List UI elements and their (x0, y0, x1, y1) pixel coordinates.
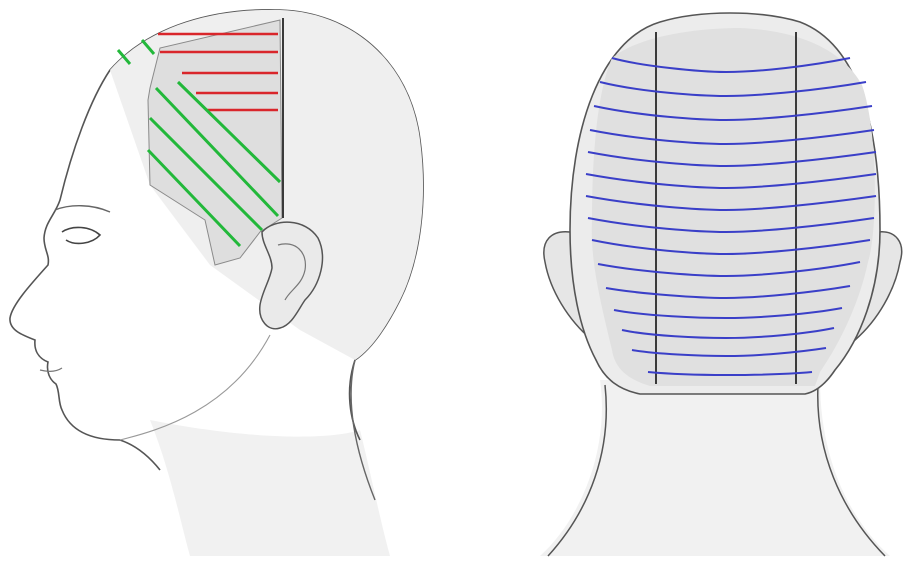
side-eye (62, 227, 100, 243)
side-eyebrow (55, 206, 110, 212)
side-mouth (40, 368, 62, 371)
side-jaw (120, 335, 270, 440)
side-view-head (10, 10, 423, 556)
side-neck (150, 420, 390, 556)
back-view-head (540, 13, 902, 556)
back-neck (540, 380, 890, 556)
